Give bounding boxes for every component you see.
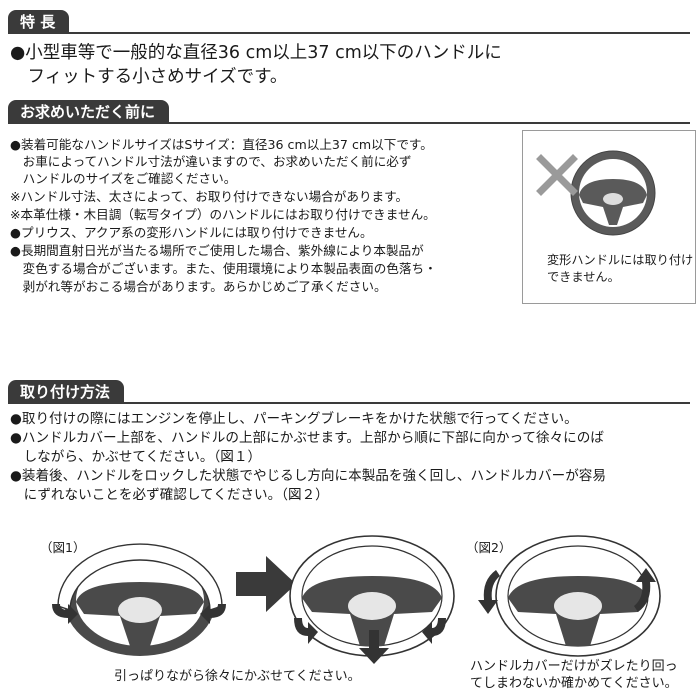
before-line: ※本革仕様・木目調（転写タイプ）のハンドルにはお取り付けできません。 bbox=[10, 207, 436, 222]
steering-wheel-icon bbox=[289, 535, 455, 657]
prohibited-x-icon bbox=[536, 154, 578, 196]
before-line: ●長期間直射日光が当たる場所でご使用した場合、紫外線により本製品が bbox=[10, 243, 424, 258]
install-line: にずれないことを必ず確認してください。（図２） bbox=[10, 487, 329, 503]
installation-rule bbox=[8, 402, 690, 404]
before-purchase-rule bbox=[8, 122, 690, 124]
pull-arrow-icon bbox=[294, 618, 318, 644]
before-line: ハンドルのサイズをご確認ください。 bbox=[10, 171, 237, 186]
pull-arrow-icon bbox=[422, 618, 446, 644]
deformed-wheel-note: 変形ハンドルには取り付け できません。 bbox=[522, 130, 696, 304]
rotate-arrow-icon bbox=[634, 568, 656, 612]
fig2-label: （図2） bbox=[466, 540, 512, 555]
install-line: ●装着後、ハンドルをロックした状態でやじるし方向に本製品を強く回し、ハンドルカバ… bbox=[10, 468, 606, 484]
features-line-1: ●小型車等で一般的な直径36 cm以上37 cm以下のハンドルに bbox=[10, 43, 502, 63]
before-line: お車によってハンドル寸法が違いますので、お求めいただく前に必ず bbox=[10, 154, 412, 169]
before-line: 剥がれ等がおこる場合があります。あらかじめご了承ください。 bbox=[10, 279, 387, 294]
fig1-label: （図1） bbox=[40, 540, 86, 555]
rotate-arrow-icon bbox=[478, 570, 500, 614]
steering-wheel-icon bbox=[57, 543, 223, 656]
features-rule bbox=[8, 32, 690, 34]
note-line: 変形ハンドルには取り付け bbox=[547, 253, 694, 267]
down-arrow-icon bbox=[359, 630, 389, 664]
pull-arrow-icon bbox=[52, 604, 78, 624]
install-line: しながら、かぶせてください。（図１） bbox=[10, 449, 262, 465]
before-line: ●プリウス、アクア系の変形ハンドルには取り付けできません。 bbox=[10, 225, 373, 240]
install-line: ●取り付けの際にはエンジンを停止し、パーキングブレーキをかけた状態で行ってくださ… bbox=[10, 411, 578, 427]
steering-wheel-icon bbox=[570, 150, 656, 236]
installation-title: 取り付け方法 bbox=[8, 380, 125, 404]
right-arrow-icon bbox=[236, 556, 296, 612]
before-line: ●装着可能なハンドルサイズはSサイズ：直径36 cm以上37 cm以下です。 bbox=[10, 137, 433, 152]
before-purchase-title: お求めいただく前に bbox=[8, 100, 170, 124]
features-title: 特 長 bbox=[8, 10, 70, 34]
install-line: ●ハンドルカバー上部を、ハンドルの上部にかぶせます。上部から順に下部に向かって徐… bbox=[10, 430, 604, 446]
fig2-caption: ハンドルカバーだけがズレたり回っ てしまわないか確かめてください。 bbox=[470, 658, 678, 692]
fig2-caption-line: てしまわないか確かめてください。 bbox=[470, 676, 678, 691]
fig1-caption: 引っぱりながら徐々にかぶせてください。 bbox=[114, 669, 361, 684]
note-text: 変形ハンドルには取り付け できません。 bbox=[547, 252, 693, 286]
note-line: できません。 bbox=[547, 270, 620, 284]
before-line: ※ハンドル寸法、太さによって、お取り付けできない場合があります。 bbox=[10, 189, 409, 204]
steering-wheel-icon bbox=[495, 535, 661, 657]
before-line: 変色する場合がございます。また、使用環境により本製品表面の色落ち・ bbox=[10, 261, 437, 276]
fig2-caption-line: ハンドルカバーだけがズレたり回っ bbox=[470, 659, 678, 674]
features-line-2: フィットする小さめサイズです。 bbox=[10, 67, 288, 87]
pull-arrow-icon bbox=[200, 604, 226, 624]
